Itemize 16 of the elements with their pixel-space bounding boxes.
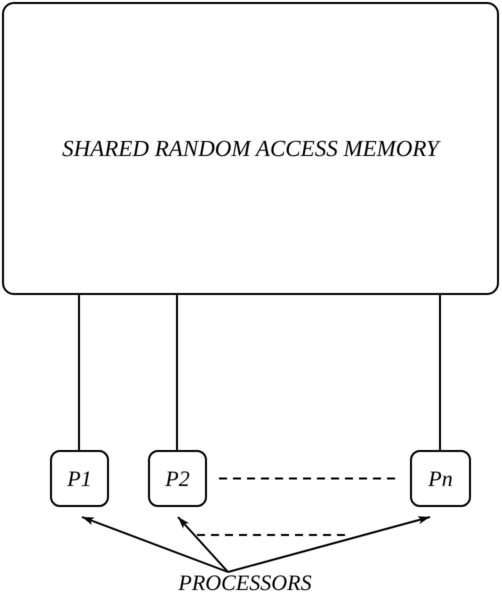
bus-line <box>439 295 441 450</box>
group-label: PROCESSORS <box>140 566 350 600</box>
processor-box <box>148 450 207 507</box>
memory-box <box>2 2 499 295</box>
processor-box <box>410 450 471 507</box>
processor-label: P2 <box>165 466 190 492</box>
processor-label: Pn <box>428 466 453 492</box>
memory-label: SHARED RANDOM ACCESS MEMORY <box>62 136 439 162</box>
arrow <box>177 516 229 573</box>
bus-line <box>78 295 80 450</box>
processor-label: P1 <box>67 466 92 492</box>
bus-line <box>176 295 178 450</box>
arrow <box>82 516 228 573</box>
processor-box <box>50 450 109 507</box>
arrow <box>228 516 430 573</box>
dashed-line <box>219 478 398 480</box>
